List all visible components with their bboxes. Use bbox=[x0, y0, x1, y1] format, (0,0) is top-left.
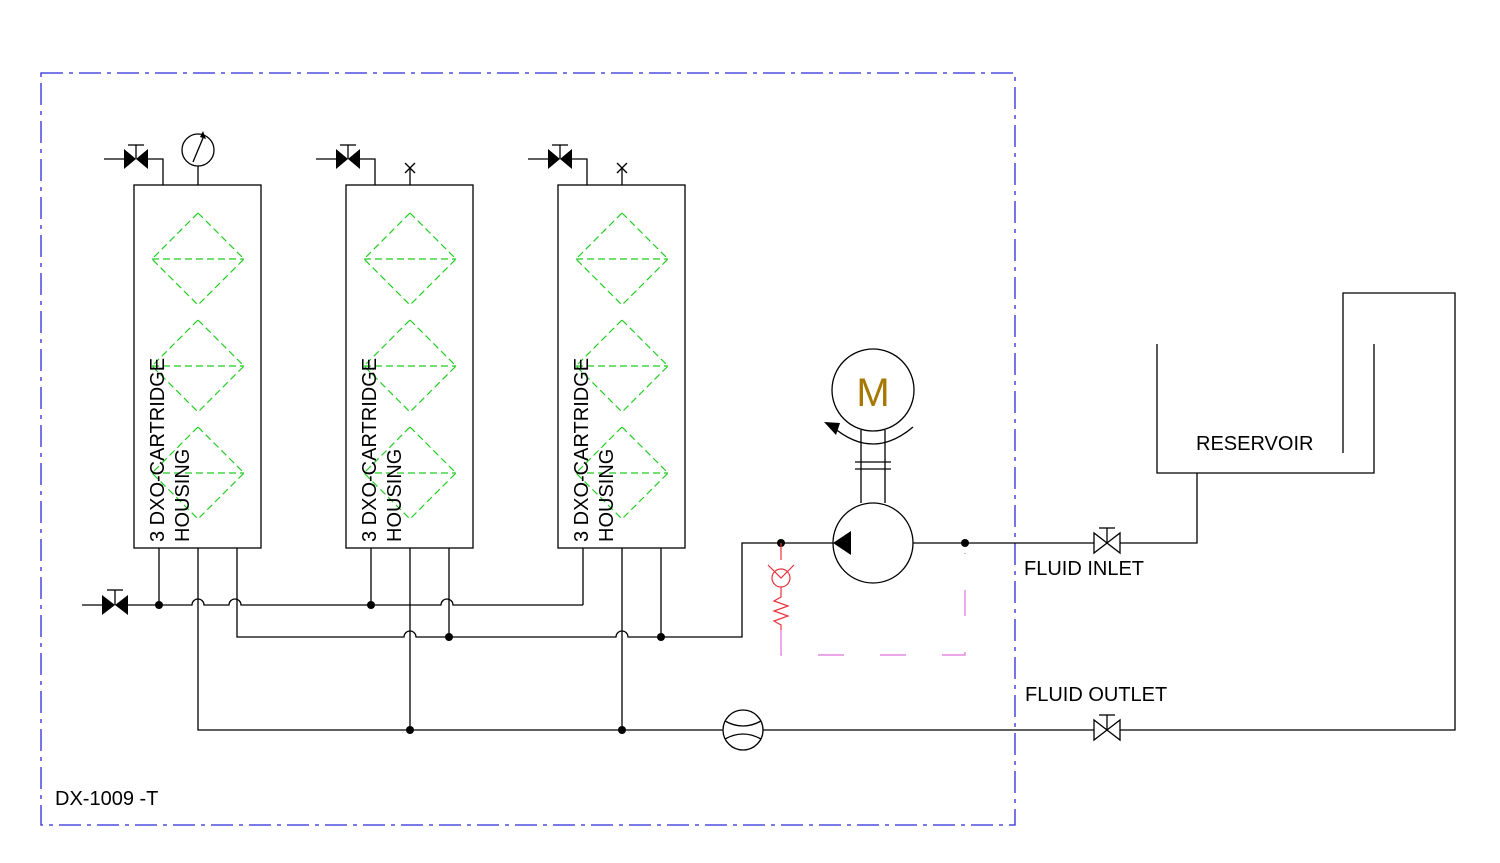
housing-3-label-line2: HOUSING bbox=[596, 449, 618, 542]
filter-element-3b bbox=[575, 319, 669, 413]
fluid-inlet-label: FLUID INLET bbox=[1024, 558, 1144, 580]
inlet-header bbox=[236, 539, 833, 641]
shaft-coupling bbox=[855, 430, 891, 503]
outlet-header bbox=[197, 292, 1456, 734]
housing-2: 3 DXO-CARTRIDGE HOUSING bbox=[316, 144, 474, 549]
filter-element-1c bbox=[151, 426, 245, 520]
unit-label: DX-1009 -T bbox=[55, 788, 158, 810]
flow-meter-icon bbox=[722, 709, 764, 751]
motor-icon: M bbox=[824, 348, 915, 445]
relief-drain-line bbox=[780, 553, 966, 656]
fluid-outlet-valve-icon bbox=[1093, 714, 1121, 742]
motor-label: M bbox=[856, 371, 889, 415]
housing-1-label-line2: HOUSING bbox=[172, 449, 194, 542]
housing-1: 3 DXO-CARTRIDGE HOUSING bbox=[104, 131, 262, 549]
vent-valve-1 bbox=[124, 149, 136, 169]
plugged-port-icon bbox=[404, 162, 416, 174]
fluid-outlet-label: FLUID OUTLET bbox=[1025, 684, 1167, 706]
filter-element-3a bbox=[575, 212, 669, 306]
housing-3: 3 DXO-CARTRIDGE HOUSING bbox=[528, 144, 686, 549]
unit-boundary bbox=[40, 72, 1016, 826]
vent-valve-2 bbox=[336, 149, 348, 169]
relief-valve-icon bbox=[767, 543, 795, 630]
filter-element-1b bbox=[151, 319, 245, 413]
filter-element-3c bbox=[575, 426, 669, 520]
pump-icon bbox=[832, 502, 914, 584]
filter-element-1a bbox=[151, 212, 245, 306]
plugged-port-icon bbox=[616, 162, 628, 174]
reservoir-label: RESERVOIR bbox=[1196, 433, 1313, 455]
housing-1-label-line1: 3 DXO-CARTRIDGE bbox=[147, 358, 169, 542]
housing-2-label-line2: HOUSING bbox=[384, 449, 406, 542]
drain-valve bbox=[102, 595, 115, 615]
filter-element-2c bbox=[363, 426, 457, 520]
filter-element-2a bbox=[363, 212, 457, 306]
pressure-gauge-icon bbox=[181, 131, 215, 167]
fluid-inlet-valve-icon bbox=[1093, 527, 1121, 555]
drain-header bbox=[82, 548, 584, 615]
housing-3-label-line1: 3 DXO-CARTRIDGE bbox=[571, 358, 593, 542]
housing-2-label-line1: 3 DXO-CARTRIDGE bbox=[359, 358, 381, 542]
vent-valve-3 bbox=[548, 149, 560, 169]
reservoir: RESERVOIR bbox=[1156, 344, 1375, 474]
filter-element-2b bbox=[363, 319, 457, 413]
